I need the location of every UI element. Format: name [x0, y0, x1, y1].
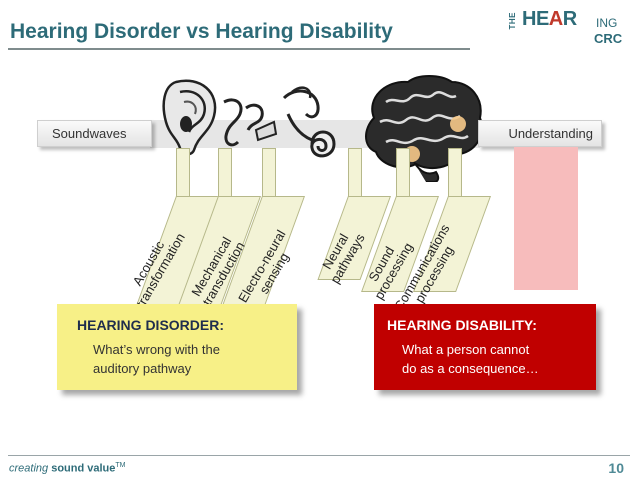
hearing-disability-box: HEARING DISABILITY: What a person cannot… [374, 304, 596, 390]
stage-tab-2 [218, 148, 232, 200]
footer-prefix: creating [9, 462, 49, 475]
hearing-crc-logo: THE HEAR ING CRC [508, 6, 632, 50]
disability-line2: do as a consequence… [402, 361, 539, 376]
logo-a: A [548, 8, 563, 30]
understanding-bar [514, 147, 578, 290]
footer-brand: sound value [51, 462, 116, 475]
logo-r: R [562, 8, 577, 30]
brain-illustration [365, 75, 483, 182]
logo-crc: CRC [594, 31, 623, 46]
disability-heading: HEARING DISABILITY: [387, 317, 537, 333]
understanding-label: Understanding [508, 126, 593, 141]
stage-tab-1 [176, 148, 190, 200]
logo-hear: HEAR [522, 8, 577, 31]
footer-rule [8, 455, 630, 456]
footer-trademark: TM [115, 462, 126, 469]
disorder-line1: What’s wrong with the [93, 342, 220, 357]
title-underline [8, 48, 470, 50]
logo-the: THE [508, 12, 517, 30]
disability-line1: What a person cannot [402, 342, 530, 357]
disability-description: What a person cannot do as a consequence… [402, 340, 539, 378]
ear-illustration [162, 79, 217, 156]
logo-ing: ING [596, 16, 618, 30]
page-number: 10 [608, 460, 624, 476]
footer-tagline: creating sound valueTM [9, 462, 126, 475]
logo-he: HE [522, 8, 549, 30]
soundwaves-box: Soundwaves [37, 120, 152, 147]
cochlea-illustration [282, 86, 336, 158]
disorder-line2: auditory pathway [93, 361, 192, 376]
ossicles-illustration [223, 98, 278, 147]
hearing-disorder-box: HEARING DISORDER: What’s wrong with the … [57, 304, 297, 390]
disorder-description: What’s wrong with the auditory pathway [93, 340, 220, 378]
stage-tab-5 [396, 148, 410, 200]
disorder-heading: HEARING DISORDER: [77, 317, 225, 333]
stage-tab-6 [448, 148, 462, 200]
stage-tab-4 [348, 148, 362, 200]
soundwaves-label: Soundwaves [52, 126, 127, 141]
understanding-box: Understanding [478, 120, 602, 147]
stage-tab-3 [262, 148, 276, 200]
slide-title: Hearing Disorder vs Hearing Disability [10, 20, 393, 43]
